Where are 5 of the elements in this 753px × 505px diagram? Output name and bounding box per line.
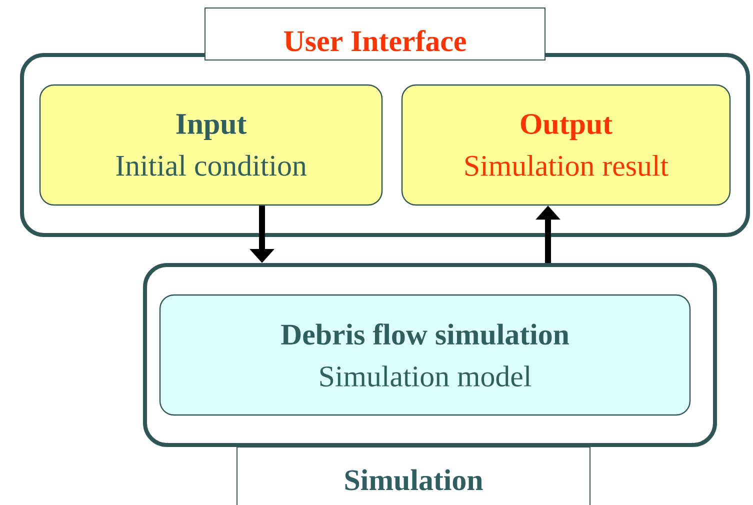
process-box: Output Simulation result [401,84,731,206]
title-tab: Simulation [236,446,590,505]
title-tab: User Interface [204,8,546,60]
process-box: Debris flow simulation Simulation model [159,294,691,416]
process-box: Input Initial condition [39,84,383,206]
